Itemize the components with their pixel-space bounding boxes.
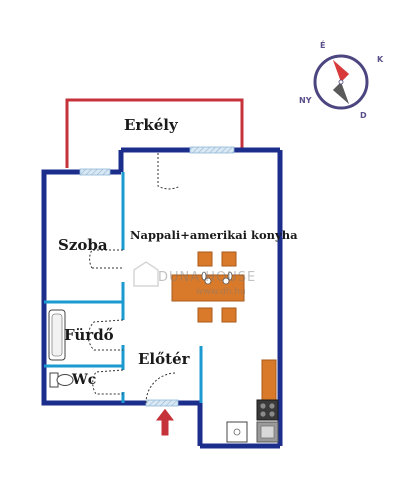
dining-set: [171, 251, 245, 323]
toilet-label: Wc: [72, 372, 97, 388]
watermark-logo-icon: [133, 261, 159, 287]
compass-east-label: K: [377, 55, 384, 64]
kitchen-counter: [256, 359, 279, 443]
watermark-url: www.dh.hu: [196, 287, 246, 297]
window-room: [79, 168, 111, 176]
partition-walls: [44, 172, 203, 403]
compass-icon: [313, 54, 369, 110]
bathtub: [48, 309, 66, 361]
hall-label: Előtér: [138, 350, 190, 368]
window-living: [189, 146, 235, 154]
watermark-brand: DUNA HOUSE: [158, 270, 257, 285]
room-label: Szoba: [58, 236, 108, 254]
balcony-label: Erkély: [124, 116, 178, 134]
toilet-fixture: [49, 372, 74, 388]
living-kitchen-label: Nappali+amerikai konyha: [130, 228, 298, 242]
balcony-railing: [65, 98, 244, 168]
entrance-arrow: [153, 407, 177, 437]
entrance-opening: [145, 399, 179, 407]
compass-west-label: NY: [299, 96, 312, 105]
sink: [226, 421, 248, 443]
compass-south-label: D: [360, 111, 367, 120]
bathroom-label: Fürdő: [64, 326, 114, 344]
compass-north-label: É: [320, 41, 326, 50]
door-swings: [87, 153, 181, 404]
